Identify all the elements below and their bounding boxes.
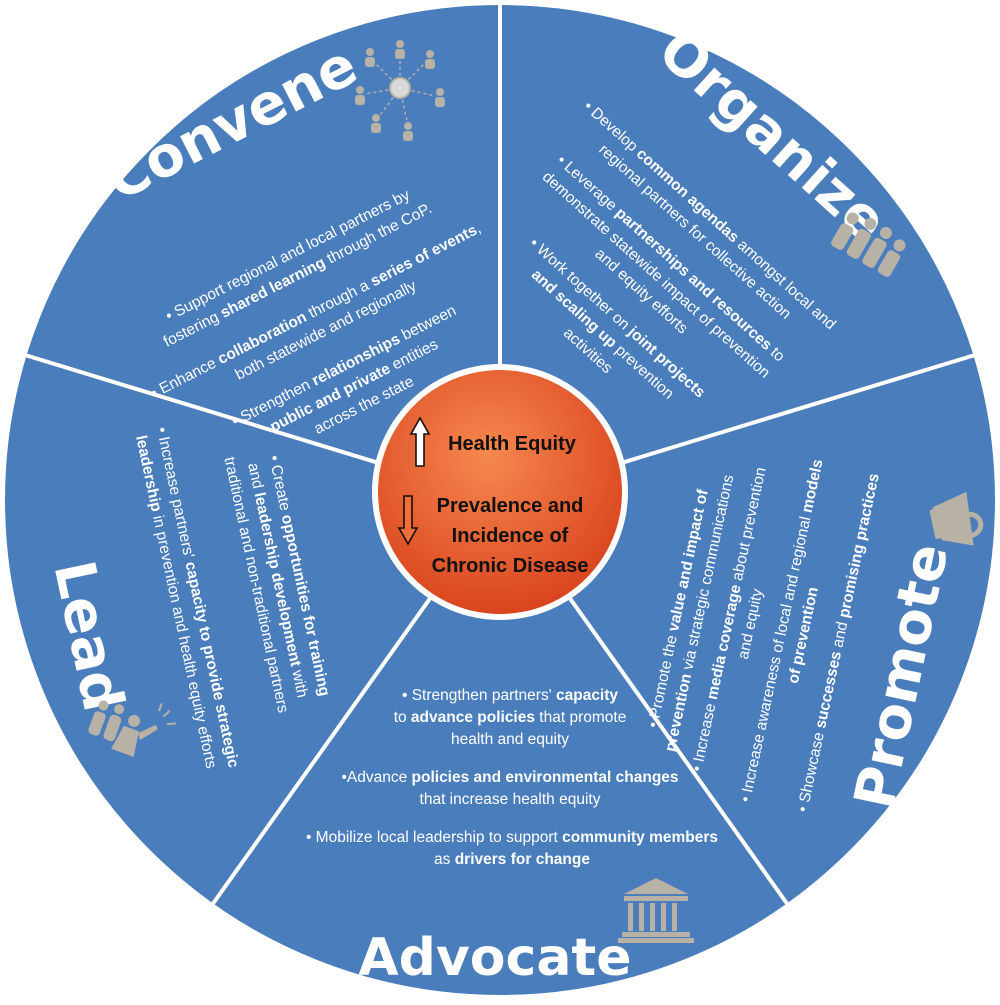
government-building-icon [618, 878, 694, 943]
network-people-icon [355, 40, 445, 141]
advocate-bullets: • Strengthen partners' capacity to advan… [306, 687, 718, 868]
center-line-incidence: Incidence of [452, 525, 569, 547]
up-arrow-icon [409, 416, 431, 467]
segment-advocate: Advocate • Strengthen partners' capacity… [306, 687, 718, 988]
megaphone-icon [929, 491, 984, 546]
center-circle: Health Equity Prevalence and Incidence o… [372, 364, 628, 620]
svg-text:to advance policies that promo: to advance policies that promote [394, 709, 627, 726]
leader-people-icon [88, 700, 176, 758]
svg-text:• Mobilize local leadership to: • Mobilize local leadership to support c… [306, 829, 718, 846]
center-line-health-equity: Health Equity [448, 433, 577, 455]
svg-text:• Strengthen partners' capacit: • Strengthen partners' capacity [402, 687, 618, 704]
svg-text:•Advance policies and environm: •Advance policies and environmental chan… [341, 769, 678, 786]
svg-text:that increase health equity: that increase health equity [420, 791, 601, 808]
center-line-chronic-disease: Chronic Disease [432, 555, 589, 577]
center-line-prevalence: Prevalence and [437, 495, 584, 517]
group-people-icon [831, 212, 906, 277]
advocate-title: Advocate [358, 928, 631, 988]
svg-text:as drivers for change: as drivers for change [434, 851, 590, 868]
down-arrow-icon [397, 495, 419, 546]
svg-text:health and equity: health and equity [451, 731, 569, 748]
